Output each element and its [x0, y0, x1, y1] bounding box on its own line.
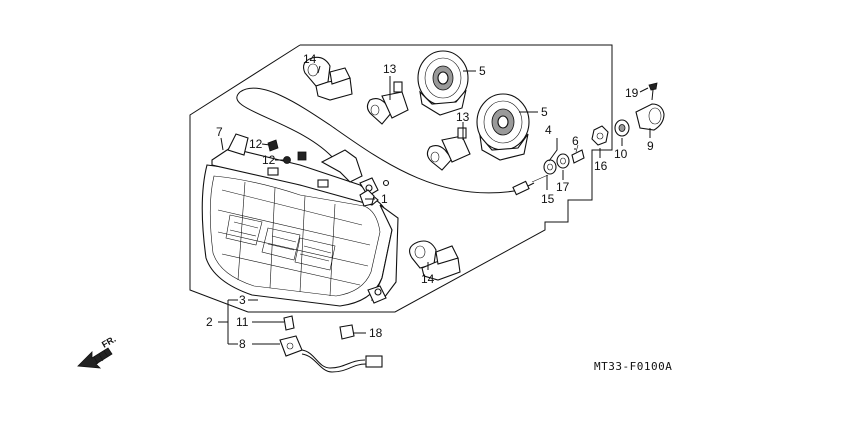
- diagram-code: MT33-F0100A: [594, 360, 672, 373]
- bulb-14-top: [303, 56, 353, 101]
- assembly-outline: [189, 44, 613, 313]
- adjuster-bracket: [320, 149, 390, 197]
- socket-5-lower: [476, 93, 530, 161]
- bulb-11: [283, 315, 295, 331]
- callout-12-lower: 12: [262, 153, 276, 167]
- callout-9: 9: [647, 139, 654, 153]
- socket-5-upper: [417, 50, 469, 116]
- bulb-14-lower: [409, 240, 461, 281]
- callout-6: 6: [572, 134, 579, 148]
- socket-harness-8: [279, 335, 383, 373]
- headlight-unit: [201, 133, 399, 307]
- callout-15: 15: [541, 192, 555, 206]
- callout-5-lower: 5: [541, 105, 548, 119]
- callout-14-lower: 14: [421, 272, 435, 286]
- callout-3: 3: [239, 293, 246, 307]
- clip-1: [359, 189, 375, 207]
- adjuster-hardware: [543, 144, 585, 175]
- knob-9: [635, 103, 665, 131]
- callout-11: 11: [236, 315, 249, 329]
- front-direction-arrow: [77, 347, 113, 369]
- front-direction-label: FR.: [100, 334, 118, 350]
- callout-18: 18: [369, 326, 383, 340]
- callout-7: 7: [216, 125, 223, 139]
- callout-10: 10: [614, 147, 628, 161]
- callout-2: 2: [206, 315, 213, 329]
- nut-16: [591, 125, 609, 146]
- callout-12-upper: 12: [249, 137, 263, 151]
- adjuster-cable: [236, 87, 549, 196]
- bulb-13-lower: [426, 127, 471, 171]
- callout-8: 8: [239, 337, 246, 351]
- callout-19: 19: [625, 86, 639, 100]
- callout-labels: 14 13 5 19 5 13 4 7 12 6 9 12 10 16 17 1…: [206, 52, 654, 351]
- screw-19: [648, 82, 658, 101]
- callout-16: 16: [594, 159, 608, 173]
- callout-4: 4: [545, 123, 552, 137]
- washer-10: [614, 119, 630, 137]
- bulb-13-upper: [366, 81, 409, 125]
- callout-13-upper: 13: [383, 62, 397, 76]
- screw-12-pair: [267, 139, 307, 164]
- callout-1: 1: [381, 192, 388, 206]
- callout-5-upper: 5: [479, 64, 486, 78]
- callout-13-lower: 13: [456, 110, 470, 124]
- callout-14-top: 14: [303, 52, 317, 66]
- clamp-18: [339, 324, 355, 340]
- callout-17: 17: [556, 180, 570, 194]
- leader-lines: [218, 65, 651, 345]
